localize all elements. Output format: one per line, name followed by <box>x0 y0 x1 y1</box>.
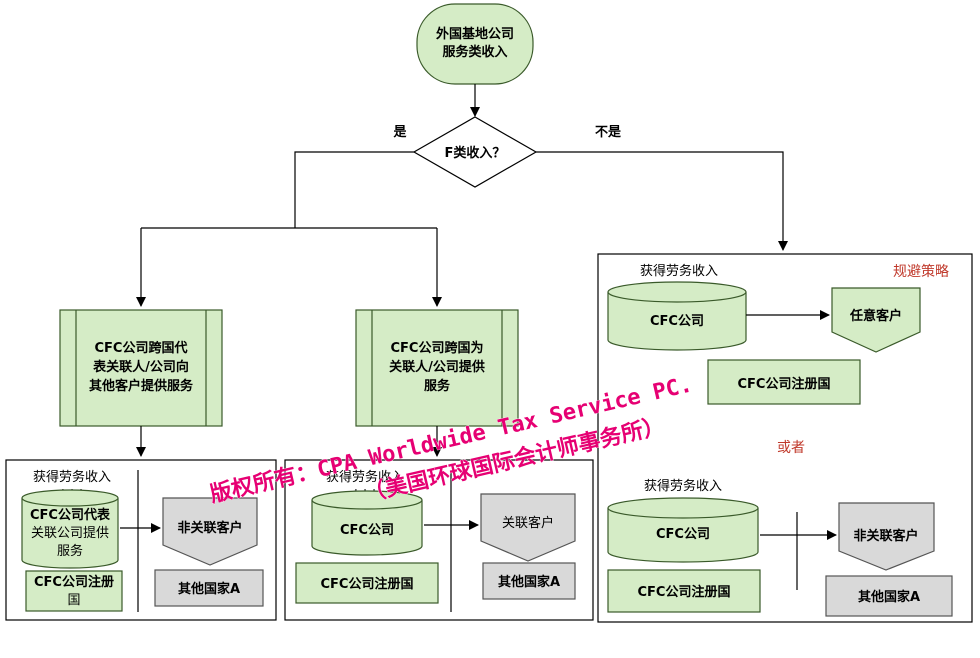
mid-cfc-cylinder: CFC公司 <box>311 490 423 556</box>
strategy-bottom-country-box <box>825 575 953 617</box>
left-process-line3: 其他客户提供服务 <box>89 378 194 394</box>
strategy-top-reg: CFC公司注册国 <box>738 376 831 392</box>
left-reg-line1: CFC公司注册 <box>34 574 114 590</box>
left-income-label: 获得劳务收入 <box>33 469 111 485</box>
mid-registry-box <box>295 562 439 604</box>
strategy-top-registry-box <box>707 359 861 405</box>
start-node: 外国基地公司 服务类收入 <box>416 3 534 85</box>
left-client-shape <box>162 497 258 566</box>
mid-client-label: 关联客户 <box>502 515 554 531</box>
strategy-bottom-client: 非关联客户 <box>853 528 918 544</box>
strategy-top-client: 任意客户 <box>849 308 902 324</box>
left-process: CFC公司跨国代 表关联人/公司向 其他客户提供服务 <box>59 309 223 427</box>
left-client-label: 非关联客户 <box>177 520 242 536</box>
left-process-line1: CFC公司跨国代 <box>95 340 188 356</box>
strategy-bottom-income: 获得劳务收入 <box>644 478 722 494</box>
mid-scenario-box: 获得劳务收入 $$$ CFC公司 CFC公司注册国 关联客户 其他国家A <box>284 459 594 621</box>
left-cfc-cylinder: CFC公司代表 关联公司提供 服务 <box>21 489 119 569</box>
mid-process-line3: 服务 <box>424 378 451 394</box>
left-scenario-box: 获得劳务收入 $$$ CFC公司代表 关联公司提供 服务 CFC公司注册 国 非… <box>5 459 277 621</box>
left-cyl-line2: 关联公司提供 <box>31 525 109 541</box>
strategy-bottom-cyl: CFC公司 <box>656 527 710 542</box>
mid-process-line2: 关联人/公司提供 <box>389 359 485 375</box>
mid-client-shape <box>480 493 576 562</box>
left-country-label: 其他国家A <box>178 581 240 597</box>
mid-process-line1: CFC公司跨国为 <box>391 340 484 356</box>
start-label-line2: 服务类收入 <box>442 44 507 60</box>
decision-label: F类收入？ <box>445 145 506 161</box>
strategy-bottom-country: 其他国家A <box>858 589 920 605</box>
no-label: 不是 <box>595 125 622 140</box>
left-cyl-line3: 服务 <box>57 543 83 559</box>
connector-yes <box>294 151 414 228</box>
strategy-bottom-reg: CFC公司注册国 <box>638 584 731 600</box>
mid-income-label: 获得劳务收入 <box>326 469 404 485</box>
start-label-line1: 外国基地公司 <box>435 26 514 42</box>
strategy-bottom-client-shape <box>838 502 935 571</box>
left-cyl-line1: CFC公司代表 <box>30 507 111 523</box>
mid-country-label: 其他国家A <box>498 574 560 590</box>
mid-reg-label: CFC公司注册国 <box>321 576 414 592</box>
left-registry-box <box>25 570 123 612</box>
strategy-or-label: 或者 <box>777 440 805 456</box>
left-process-line2: 表关联人/公司向 <box>92 359 189 375</box>
arrow-no-to-strategy <box>536 151 788 251</box>
strategy-bottom-registry-box <box>607 569 761 613</box>
left-reg-line2: 国 <box>67 593 80 608</box>
strategy-top-client-shape <box>831 287 921 353</box>
strategy-title: 规避策略 <box>893 263 949 280</box>
yes-label: 是 <box>392 125 407 140</box>
strategy-bottom-cylinder: CFC公司 <box>607 497 759 563</box>
decision-node: F类收入？ <box>412 116 538 188</box>
mid-cyl-label: CFC公司 <box>340 523 394 538</box>
strategy-box: 规避策略 获得劳务收入 $$$ CFC公司注册国 CFC公司 任意客户 或者 获… <box>597 253 973 623</box>
mid-country-box <box>482 562 576 600</box>
left-country-box <box>154 569 264 607</box>
strategy-top-cylinder: CFC公司 <box>607 281 747 351</box>
strategy-top-cyl: CFC公司 <box>650 314 704 329</box>
mid-process: CFC公司跨国为 关联人/公司提供 服务 <box>355 309 519 427</box>
strategy-top-income: 获得劳务收入 <box>640 263 718 279</box>
